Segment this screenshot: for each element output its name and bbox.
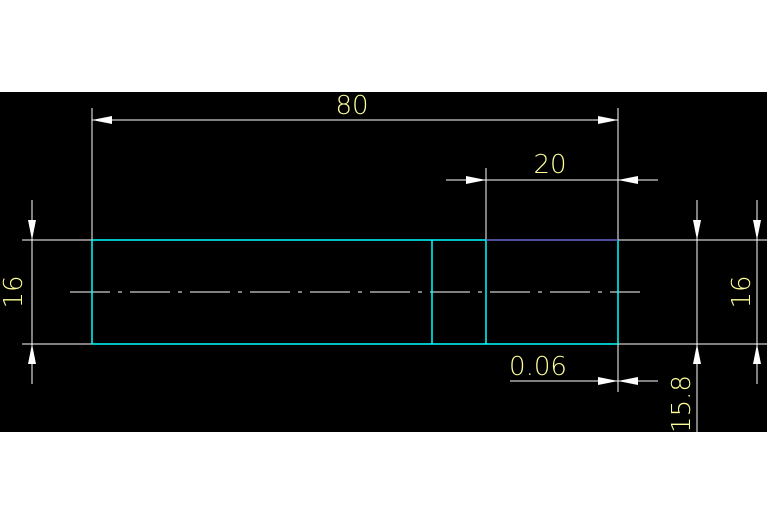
dim-text-20: 20 bbox=[533, 150, 566, 180]
dim-text-006: 0.06 bbox=[509, 352, 567, 382]
dim-text-16-right: 16 bbox=[727, 275, 757, 308]
part-outline bbox=[91, 239, 619, 345]
dim-text-80: 80 bbox=[335, 91, 368, 121]
dim-text-158: 15.8 bbox=[667, 375, 697, 433]
drawing-canvas bbox=[0, 92, 767, 432]
extension-lines bbox=[22, 108, 767, 392]
dim-text-16-left: 16 bbox=[0, 275, 29, 308]
